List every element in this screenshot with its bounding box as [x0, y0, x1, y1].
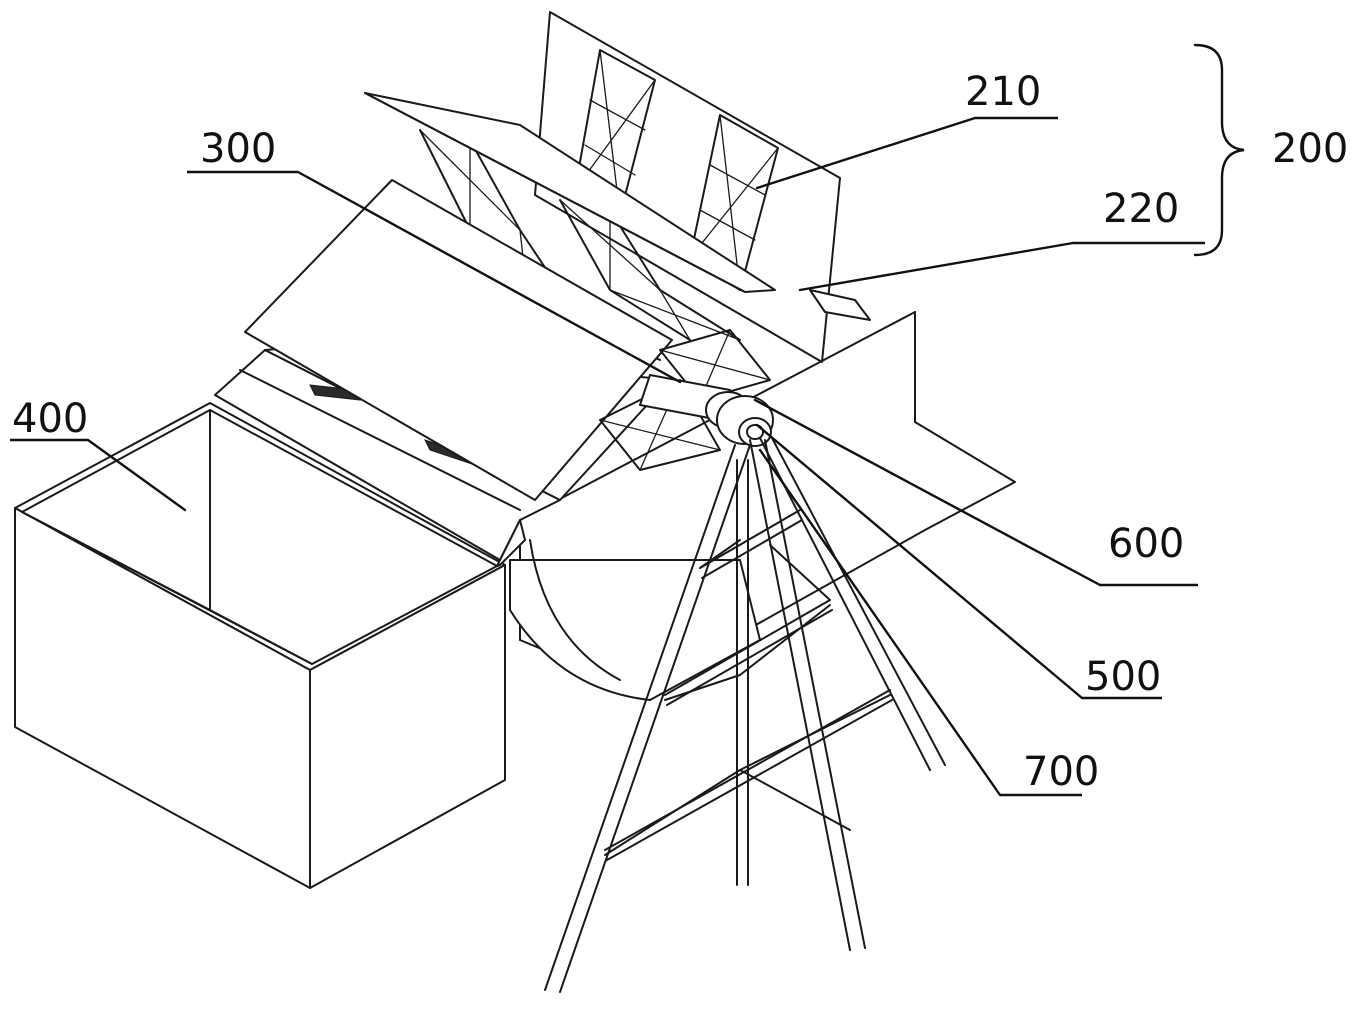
brace-200 [1193, 43, 1245, 257]
leader-lines [10, 116, 1205, 797]
label-210: 210 [965, 69, 1041, 115]
leader-220 [798, 241, 1075, 292]
shaft-bearing [639, 289, 871, 447]
label-300: 300 [200, 126, 276, 172]
leader-300 [296, 170, 682, 384]
leader-210 [755, 116, 977, 190]
trough-body [509, 539, 761, 701]
back-panel-210 [534, 11, 841, 363]
leader-600 [753, 398, 1102, 587]
leader-500 [755, 423, 1084, 700]
leader-400 [86, 438, 187, 512]
tilted-panel-220 [364, 92, 776, 293]
box-400 [14, 402, 526, 889]
label-220: 220 [1103, 186, 1179, 232]
label-700: 700 [1023, 749, 1099, 795]
tripod-stand [544, 437, 946, 993]
front-panel [244, 179, 673, 501]
label-400: 400 [12, 396, 88, 442]
reference-labels: 210 200 220 300 400 600 500 700 [12, 69, 1348, 795]
leader-700 [758, 448, 1002, 797]
label-600: 600 [1108, 521, 1184, 567]
label-500: 500 [1085, 654, 1161, 700]
label-200: 200 [1272, 126, 1348, 172]
